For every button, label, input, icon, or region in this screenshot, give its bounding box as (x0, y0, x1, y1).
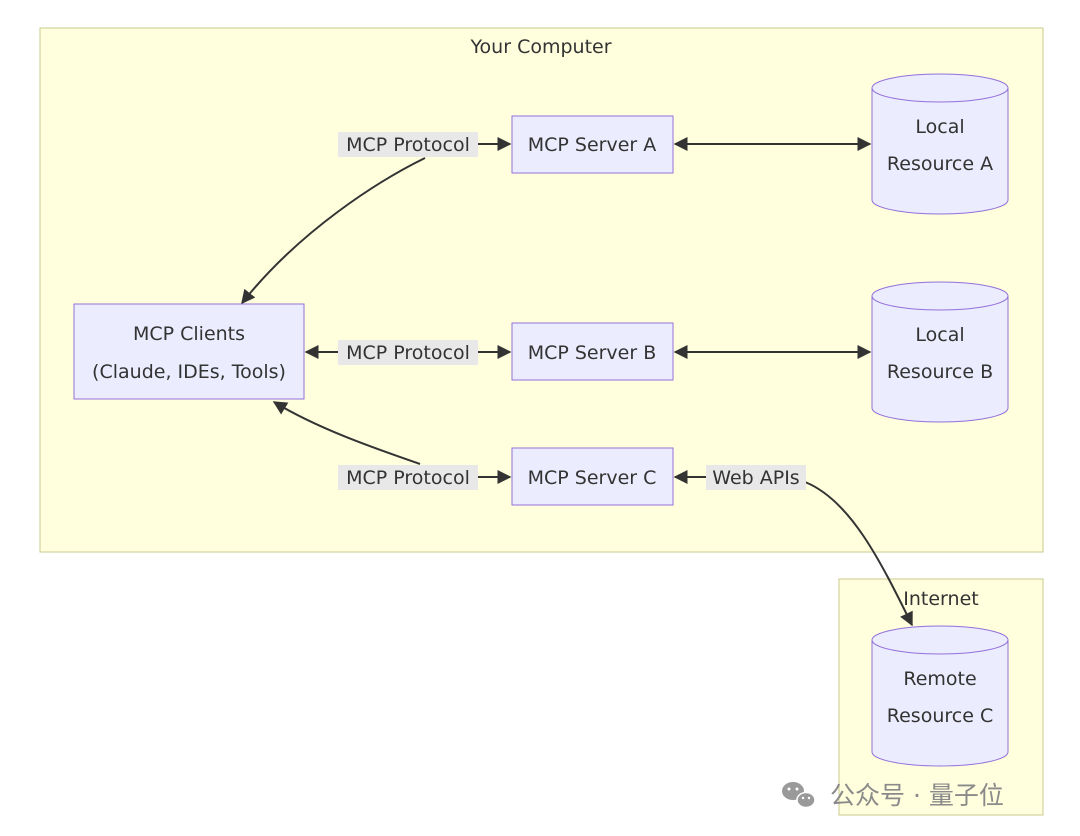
mcp-clients-line1: MCP Clients (133, 323, 245, 345)
wechat-icon (782, 782, 816, 809)
mcp-server-c-label: MCP Server C (528, 467, 657, 489)
mcp-server-b-node (511, 322, 674, 381)
watermark-text: 公众号 · 量子位 (830, 781, 1004, 810)
mcp-server-a-label: MCP Server A (528, 134, 657, 156)
protocol-a-label-bg (338, 132, 478, 157)
local-resource-a-line1: Local (915, 116, 964, 138)
mcp-server-c-node (511, 447, 674, 506)
internet-label: Internet (903, 588, 978, 610)
mcp-clients-line2: (Claude, IDEs, Tools) (92, 361, 286, 383)
edge-web-apis-to-remote-c (804, 481, 913, 627)
local-resource-b-line2: Resource B (887, 361, 993, 383)
mcp-server-b-label: MCP Server B (528, 342, 657, 364)
protocol-c-label: MCP Protocol (346, 467, 470, 489)
web-apis-label: Web APIs (712, 467, 799, 489)
protocol-a-label: MCP Protocol (346, 134, 470, 156)
local-resource-b-line1: Local (915, 324, 964, 346)
mcp-clients-node (73, 303, 305, 400)
web-apis-label-bg (706, 465, 806, 490)
local-resource-a-line2: Resource A (887, 153, 993, 175)
protocol-c-label-bg (338, 465, 478, 490)
remote-resource-c-node (871, 625, 1009, 767)
edge-protocol-c-to-clients (272, 401, 421, 465)
protocol-b-label-bg (338, 340, 478, 365)
local-resource-a-node (871, 73, 1009, 215)
edge-server-a-to-clients (241, 157, 426, 305)
your-computer-label: Your Computer (469, 36, 611, 58)
protocol-b-label: MCP Protocol (346, 342, 470, 364)
local-resource-b-node (871, 281, 1009, 423)
mcp-server-a-node (511, 115, 674, 174)
remote-resource-c-line2: Resource C (887, 705, 993, 727)
remote-resource-c-line1: Remote (903, 668, 976, 690)
